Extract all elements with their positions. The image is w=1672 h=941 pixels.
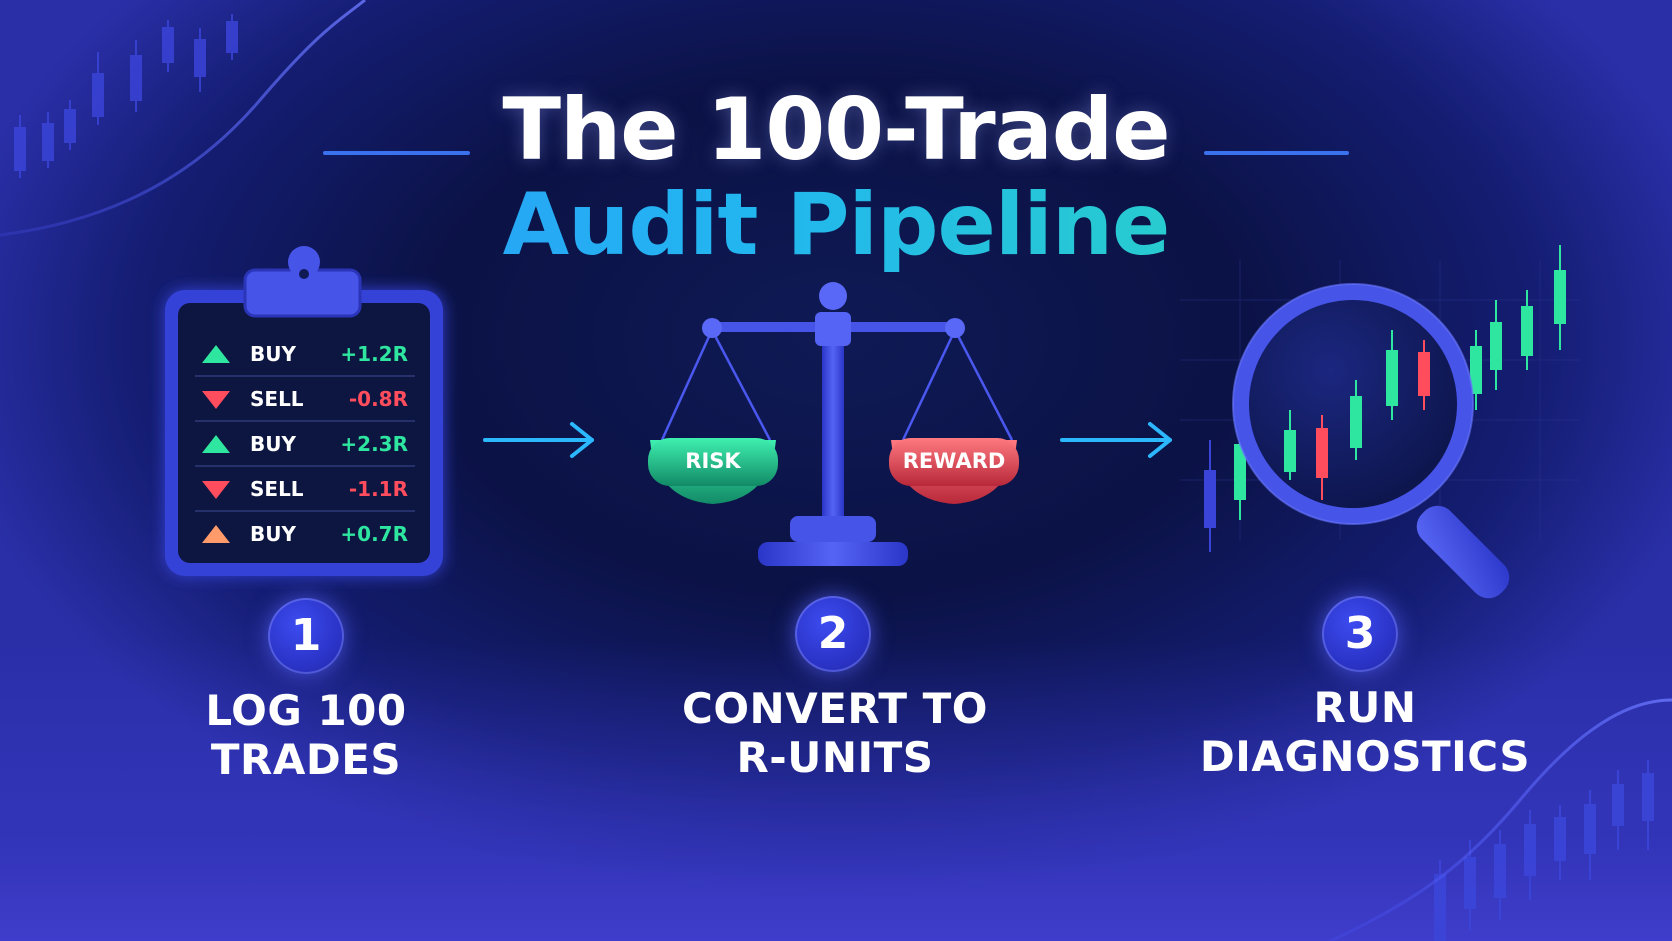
step-1-label-line-2: TRADES — [210, 735, 402, 784]
reward-pan-label: REWARD — [902, 449, 1006, 473]
step-3-label-line-2: DIAGNOSTICS — [1199, 732, 1531, 781]
trade-side: SELL — [250, 477, 304, 501]
step-3-number: 3 — [1322, 596, 1398, 672]
step-2-label-line-2: R-UNITS — [736, 733, 934, 782]
trade-side: SELL — [250, 387, 304, 411]
risk-pan-label: RISK — [685, 449, 741, 473]
title-line-1: The 100-Trade — [502, 80, 1170, 180]
step-3-label: RUN DIAGNOSTICS — [1155, 683, 1575, 781]
step-2-label-line-1: CONVERT TO — [682, 684, 988, 733]
step-1-label-line-1: LOG 100 — [205, 686, 407, 735]
trade-result: +1.2R — [340, 342, 408, 366]
trade-result: -1.1R — [348, 477, 408, 501]
candlestick-chart-icon — [1204, 245, 1566, 552]
trade-side: BUY — [250, 342, 296, 366]
trade-side: BUY — [250, 522, 296, 546]
candlestick-chart-icon — [14, 14, 238, 178]
trade-result: +2.3R — [340, 432, 408, 456]
step-2-number: 2 — [795, 596, 871, 672]
step-3-label-line-1: RUN — [1313, 683, 1417, 732]
arrow-right-icon — [1060, 422, 1172, 458]
arrow-right-icon — [483, 422, 594, 458]
step-2-label: CONVERT TO R-UNITS — [625, 684, 1045, 782]
title-line-2: Audit Pipeline — [0, 175, 1672, 275]
trade-side: BUY — [250, 432, 296, 456]
trade-result: -0.8R — [348, 387, 408, 411]
step-1-number: 1 — [268, 598, 344, 674]
trade-result: +0.7R — [340, 522, 408, 546]
bottom-glow — [0, 641, 1672, 941]
step-1-label: LOG 100 TRADES — [96, 686, 516, 784]
candlestick-chart-icon — [1434, 760, 1654, 941]
